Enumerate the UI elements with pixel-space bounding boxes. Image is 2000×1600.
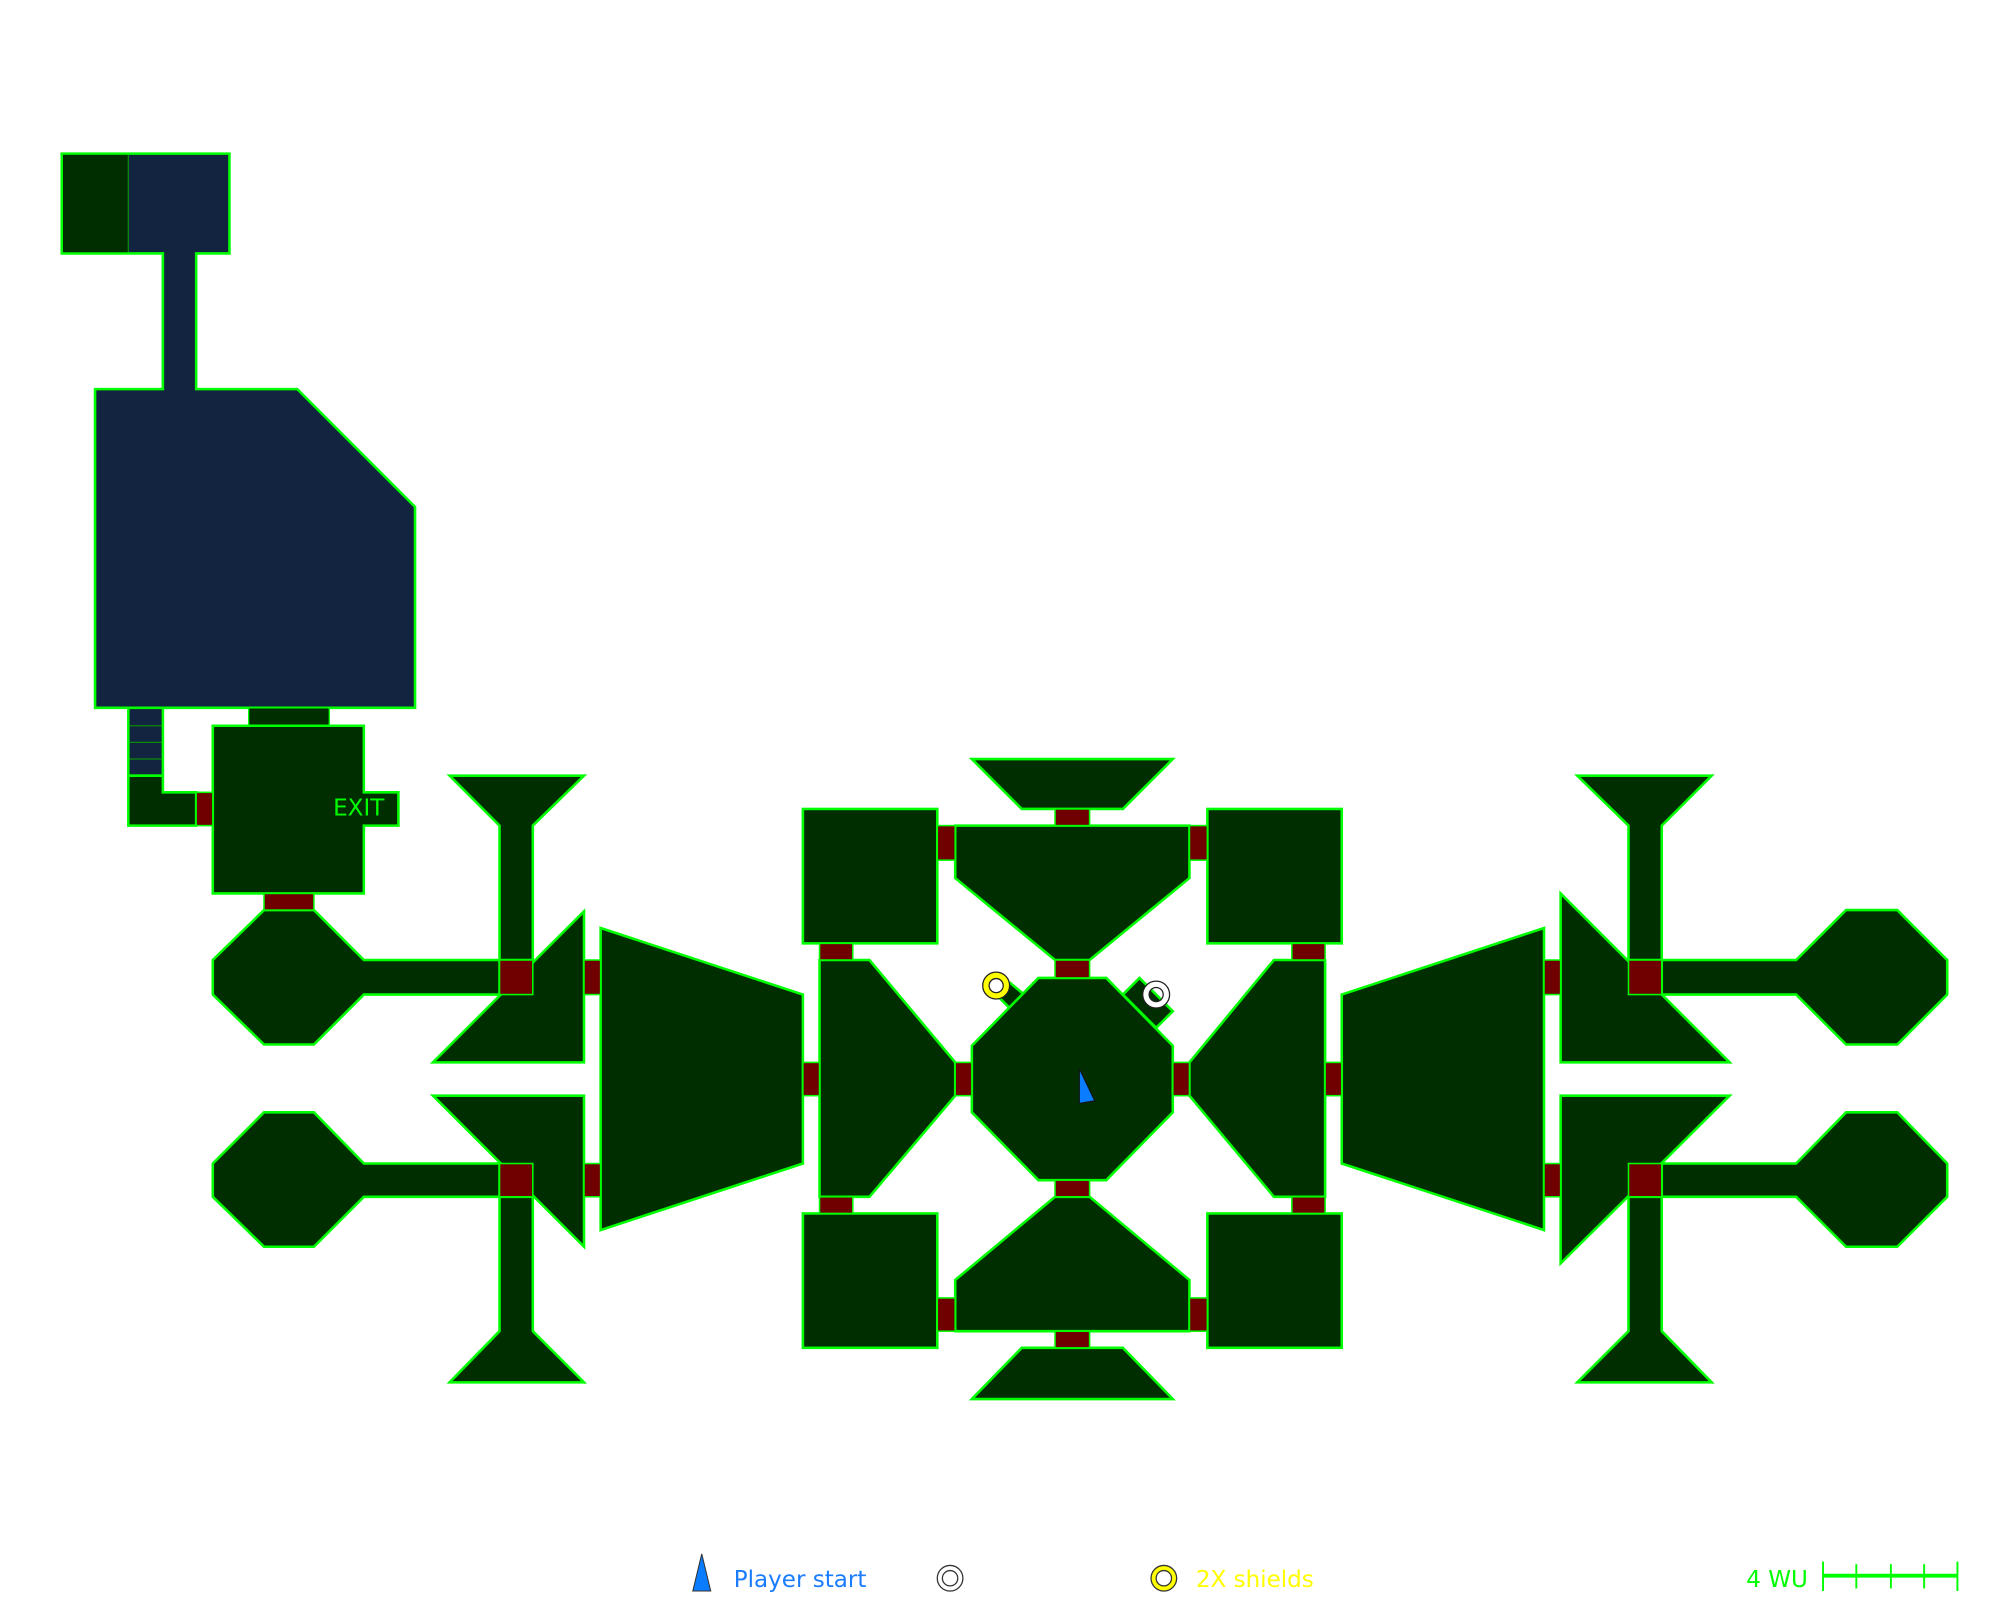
legend: Player start 2X shields 4 WU [692, 1553, 1959, 1593]
corridor [127, 774, 198, 827]
door[interactable] [936, 1297, 956, 1332]
door[interactable] [583, 959, 602, 996]
white-item-icon [1142, 980, 1171, 1009]
shield-item-icon [982, 971, 1011, 1000]
door[interactable] [1627, 959, 1663, 996]
white-item-legend-icon [936, 1564, 964, 1592]
door[interactable] [498, 1162, 534, 1198]
door[interactable] [1054, 1179, 1091, 1198]
door[interactable] [1054, 959, 1091, 979]
room-octagon [1660, 1111, 1949, 1248]
room-trapezoid [968, 757, 1176, 811]
center-hub [801, 757, 1344, 1401]
room-octagon [211, 908, 501, 1046]
door[interactable] [583, 1162, 602, 1198]
room-trapezoid [599, 926, 805, 1232]
door[interactable] [1543, 959, 1562, 996]
door[interactable] [195, 791, 214, 827]
room-octagon [1660, 908, 1949, 1046]
door[interactable] [818, 1196, 854, 1215]
room-funnel [953, 1195, 1191, 1333]
door[interactable] [1291, 942, 1326, 961]
room-trapezoid [1340, 926, 1546, 1232]
exit-label: EXIT [333, 795, 385, 821]
door[interactable] [1627, 1162, 1663, 1198]
door[interactable] [1054, 1330, 1091, 1349]
door[interactable] [954, 1061, 973, 1097]
scale-bar [1822, 1561, 1959, 1592]
room-square [801, 1212, 939, 1350]
room-wedge [818, 958, 957, 1199]
exit-room [211, 724, 400, 895]
connector [248, 707, 330, 727]
legend-shields: 2X shields [1196, 1567, 1314, 1593]
room-square [1206, 807, 1344, 945]
secret-hall [60, 152, 417, 710]
door[interactable] [498, 959, 534, 996]
scale-label: 4 WU [1746, 1567, 1808, 1593]
door[interactable] [1054, 808, 1091, 827]
door[interactable] [1172, 1061, 1191, 1097]
door[interactable] [818, 942, 854, 961]
legend-player-start: Player start [734, 1567, 867, 1593]
right-wing [1340, 774, 1949, 1384]
secret-area [60, 152, 417, 827]
left-wing [211, 774, 805, 1384]
door[interactable] [1188, 824, 1209, 861]
door[interactable] [1324, 1061, 1343, 1097]
player-start-icon [1078, 1068, 1096, 1104]
secret-alcove [63, 154, 129, 253]
shield-legend-icon [1150, 1564, 1178, 1592]
room-trapezoid [968, 1346, 1176, 1401]
door[interactable] [263, 892, 315, 911]
doors [195, 791, 1663, 1349]
room-wedge [1188, 958, 1327, 1199]
room-square [801, 807, 939, 945]
room-square [1206, 1212, 1344, 1350]
room-octagon [211, 1111, 501, 1248]
door[interactable] [1291, 1196, 1326, 1215]
door[interactable] [802, 1061, 821, 1097]
door[interactable] [936, 824, 956, 861]
door[interactable] [1543, 1162, 1562, 1198]
door[interactable] [1188, 1297, 1209, 1332]
player-start-legend-icon [692, 1553, 712, 1592]
room-funnel [953, 824, 1191, 962]
